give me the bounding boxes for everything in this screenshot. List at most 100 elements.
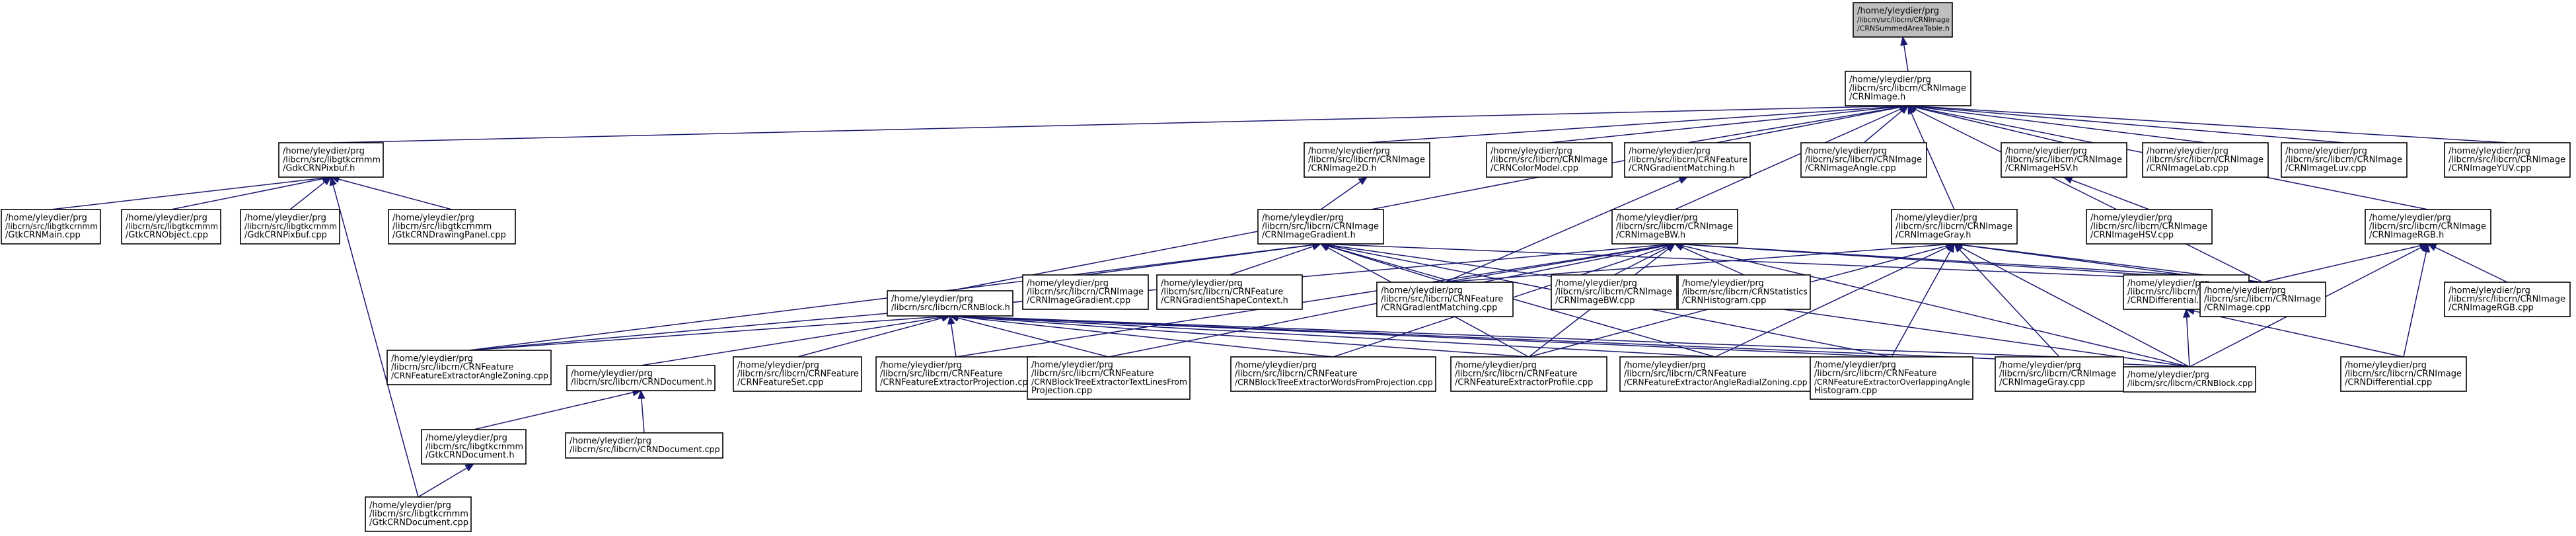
node-label-line: /libcrn/src/libcrn/CRNImage [2090,222,2207,232]
node-label-line: /libcrn/src/libcrn/CRNImage [1262,222,1379,232]
node-shapecontext[interactable]: /home/yleydier/prg/libcrn/src/libcrn/CRN… [1156,274,1303,310]
node-angle-zoning[interactable]: /home/yleydier/prg/libcrn/src/libcrn/CRN… [386,350,552,385]
node-projection[interactable]: /home/yleydier/prg/libcrn/src/libcrn/CRN… [875,356,1037,392]
node-label-line: /home/yleydier/prg [1895,213,1977,223]
node-lab-cpp[interactable]: /home/yleydier/prg/libcrn/src/libcrn/CRN… [2142,142,2269,178]
node-label-line: /CRNImageHSV.cpp [2090,231,2174,241]
node-gradmatch-h[interactable]: /home/yleydier/prg/libcrn/src/libcrn/CRN… [1624,142,1751,178]
node-label-line: /home/yleydier/prg [1999,361,2081,371]
node-image2d[interactable]: /home/yleydier/prg/libcrn/src/libcrn/CRN… [1304,142,1430,178]
node-label-line: /libcrn/src/libcrn/CRNFeature [1235,369,1357,379]
node-image-h[interactable]: /home/yleydier/prg/libcrn/src/libcrn/CRN… [1845,71,1971,106]
node-label-line: /home/yleydier/prg [1616,213,1698,223]
node-diff-cpp[interactable]: /home/yleydier/prg/libcrn/src/libcrn/CRN… [2340,356,2467,392]
edge-radial-to-gradient_h [1328,245,1716,358]
edge-shapecontext-to-gradient_h [1229,246,1313,276]
node-rgb-cpp[interactable]: /home/yleydier/prg/libcrn/src/libcrn/CRN… [2444,282,2571,317]
node-box [2444,282,2571,317]
node-gtk-main[interactable]: /home/yleydier/prg/libcrn/src/libgtkcrnm… [1,209,101,245]
arrowhead-block_cpp-to-diff_h [2182,308,2191,318]
node-label-line: /CRNImageRGB.cpp [2448,303,2534,313]
node-label-line: /libcrn/src/libcrn/CRNFeature [1161,287,1283,297]
node-label-line: /libcrn/src/libcrn/CRNImage [2448,295,2565,305]
edge-bw_cpp-to-bw_h [1613,247,1668,276]
edge-gray_cpp-to-gray_h [1959,249,2060,358]
node-block-cpp[interactable]: /home/yleydier/prg/libcrn/src/libcrn/CRN… [2123,366,2256,393]
arrowhead-diff_cpp-to-rgb_h [2422,243,2430,253]
node-label-line: /GdkCRNPixbuf.cpp [244,231,327,241]
arrowhead-image_h-to-root [1900,36,1908,46]
edge-block_cpp-to-diff_h [2186,317,2190,367]
node-document-h[interactable]: /home/yleydier/prg/libcrn/src/libcrn/CRN… [566,365,716,391]
node-label-line: /home/yleydier/prg [1027,279,1109,289]
node-featureset[interactable]: /home/yleydier/prg/libcrn/src/libcrn/CRN… [733,356,862,392]
node-gdk-pixbuf-cpp[interactable]: /home/yleydier/prg/libcrn/src/libgtkcrnm… [240,209,340,245]
node-label-line: /home/yleydier/prg [425,434,507,443]
node-box [2444,142,2571,178]
node-document-cpp[interactable]: /home/yleydier/prg/libcrn/src/libcrn/CRN… [565,432,723,459]
node-yuv-cpp[interactable]: /home/yleydier/prg/libcrn/src/libcrn/CRN… [2444,142,2571,178]
node-label-line: /home/yleydier/prg [2090,213,2172,223]
node-box [240,209,340,245]
node-angle-cpp[interactable]: /home/yleydier/prg/libcrn/src/libcrn/CRN… [1800,142,1927,178]
node-label-line: /home/yleydier/prg [2285,147,2367,157]
node-gtk-document-h[interactable]: /home/yleydier/prg/libcrn/src/libgtkcrnm… [421,429,527,465]
node-label-line: /GtkCRNDrawingPanel.cpp [392,231,506,241]
node-gdk-pixbuf-h[interactable]: /home/yleydier/prg/libcrn/src/libgtkcrnm… [278,142,384,178]
node-textlines[interactable]: /home/yleydier/prg/libcrn/src/libcrn/CRN… [1027,356,1191,400]
node-label-line: /CRNImage2D.h [1308,164,1377,174]
node-bw-h[interactable]: /home/yleydier/prg/libcrn/src/libcrn/CRN… [1611,209,1738,245]
node-label-line: /home/yleydier/prg [369,501,451,511]
node-hsv-cpp[interactable]: /home/yleydier/prg/libcrn/src/libcrn/CRN… [2086,209,2213,245]
node-label-line: /CRNBlockTreeExtractorWordsFromProjectio… [1235,378,1433,387]
edge-block_cpp-to-bw_h [1682,245,2190,367]
node-overlap[interactable]: /home/yleydier/prg/libcrn/src/libcrn/CRN… [1810,356,1973,400]
node-label-line: /libcrn/src/libcrn/CRNImage [1805,155,1922,165]
node-label-line: /libcrn/src/libcrn/CRNImage [1027,287,1144,297]
node-radial[interactable]: /home/yleydier/prg/libcrn/src/libcrn/CRN… [1619,356,1811,392]
node-profile[interactable]: /home/yleydier/prg/libcrn/src/libcrn/CRN… [1450,356,1607,392]
node-label-line: /home/yleydier/prg [1682,279,1764,289]
node-label-line: /libcrn/src/libcrn/CRNImage [1490,155,1607,165]
edge-yuv_cpp-to-image_h [1915,105,2508,143]
node-gtk-document-cpp[interactable]: /home/yleydier/prg/libcrn/src/libgtkcrnm… [365,496,472,532]
node-box [1376,282,1514,317]
node-label-line: /libcrn/src/libcrn/CRNImage [1308,155,1425,165]
node-gtk-drawing[interactable]: /home/yleydier/prg/libcrn/src/libgtkcrnm… [388,209,516,245]
node-stat-hist[interactable]: /home/yleydier/prg/libcrn/src/libcrn/CRN… [1677,274,1811,310]
node-gray-h[interactable]: /home/yleydier/prg/libcrn/src/libcrn/CRN… [1891,209,2018,245]
node-label-line: /CRNFeatureExtractorProfile.cpp [1455,378,1593,388]
node-luv-cpp[interactable]: /home/yleydier/prg/libcrn/src/libcrn/CRN… [2281,142,2408,178]
edge-gtk_object-to-gdk_pixbuf_h [170,178,324,210]
node-box [2281,142,2408,178]
node-label-line: /home/yleydier/prg [1262,213,1344,223]
node-gradient-cpp[interactable]: /home/yleydier/prg/libcrn/src/libcrn/CRN… [1022,274,1149,310]
node-bw-cpp[interactable]: /home/yleydier/prg/libcrn/src/libcrn/CRN… [1551,274,1677,310]
node-label-line: /home/yleydier/prg [2005,147,2087,157]
node-colormodel[interactable]: /home/yleydier/prg/libcrn/src/libcrn/CRN… [1486,142,1613,178]
node-label-line: /CRNFeatureSet.cpp [737,378,823,388]
node-gtk-object[interactable]: /home/yleydier/prg/libcrn/src/libgtkcrnm… [121,209,221,245]
node-diff-h[interactable]: /home/yleydier/prg/libcrn/src/libcrn/CRN… [2123,274,2250,310]
node-box [365,496,472,532]
node-box [2365,209,2491,245]
edge-gray_h-to-image_h [1911,112,1955,210]
node-block-h[interactable]: /home/yleydier/prg/libcrn/src/libcrn/CRN… [887,290,1013,317]
node-label-line: /home/yleydier/prg [1555,279,1637,289]
node-box [2086,209,2213,245]
node-words[interactable]: /home/yleydier/prg/libcrn/src/libcrn/CRN… [1230,356,1436,392]
node-hsv-h[interactable]: /home/yleydier/prg/libcrn/src/libcrn/CRN… [2001,142,2127,178]
node-root[interactable]: /home/yleydier/prg/libcrn/src/libcrn/CRN… [1853,2,1953,38]
node-gradmatch-cpp[interactable]: /home/yleydier/prg/libcrn/src/libcrn/CRN… [1376,282,1514,317]
node-label-line: /libcrn/src/libcrn/CRNImage [2005,155,2122,165]
node-box [875,356,1037,392]
node-label-line: /CRNFeatureExtractorAngleRadialZoning.cp… [1624,377,1808,387]
node-gray-cpp[interactable]: /home/yleydier/prg/libcrn/src/libcrn/CRN… [1995,356,2124,392]
node-gradient-h[interactable]: /home/yleydier/prg/libcrn/src/libcrn/CRN… [1257,209,1384,245]
node-label-line: Projection.cpp [1031,386,1092,396]
node-label-line: /CRNImageGray.cpp [1999,378,2085,388]
edge-image2d-to-image_h [1366,106,1901,143]
node-image-cpp[interactable]: /home/yleydier/prg/libcrn/src/libcrn/CRN… [2199,282,2326,317]
node-rgb-h[interactable]: /home/yleydier/prg/libcrn/src/libcrn/CRN… [2365,209,2491,245]
node-box [733,356,862,392]
